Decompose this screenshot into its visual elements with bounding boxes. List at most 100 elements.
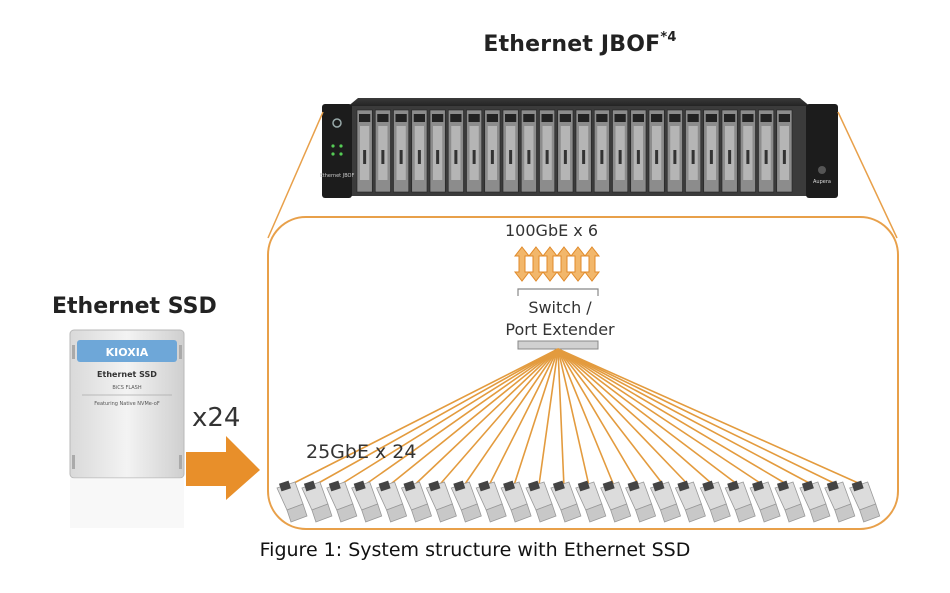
fanout-line <box>413 348 559 486</box>
ssd-module-icon <box>276 480 308 523</box>
kioxia-logo-bar <box>77 340 177 362</box>
zoom-line-right <box>837 111 898 239</box>
drive-bays <box>356 109 793 193</box>
drive-bay <box>356 109 373 193</box>
drive-bay <box>466 109 483 193</box>
drive-bay <box>758 109 775 193</box>
jbof-title: Ethernet JBOF*4 <box>483 30 677 57</box>
ssd-brand: KIOXIA <box>106 346 149 359</box>
ssd-module-icon <box>824 480 856 523</box>
fanout-line <box>488 348 559 486</box>
ssd-module-icon <box>400 480 433 523</box>
jbof-internals-box <box>267 216 899 530</box>
drive-bay <box>685 109 702 193</box>
ssd-module-icon <box>724 480 756 523</box>
drive-bay <box>393 109 410 193</box>
drive-bay <box>739 109 756 193</box>
ssd-module-icon <box>749 480 781 523</box>
fanout-line <box>513 348 559 486</box>
ssd-module-icon <box>475 480 507 523</box>
drive-bay <box>484 109 501 193</box>
uplink-arrow-icon <box>569 246 587 282</box>
drive-bay <box>429 109 446 193</box>
aupera-logo-icon <box>818 166 826 174</box>
ssd-module-icon <box>625 480 657 523</box>
uplink-label: 100GbE x 6 <box>505 221 599 240</box>
drive-bay <box>539 109 556 193</box>
ssd-module-icon <box>525 480 557 523</box>
drive-bay <box>721 109 738 193</box>
fanout-line <box>339 348 559 486</box>
jbof-logo-text: Ethernet JBOF <box>320 173 355 179</box>
fanout-line <box>463 348 559 486</box>
switch-label-line2: Port Extender <box>505 320 615 339</box>
jbof-chassis: Ethernet JBOF Aupera <box>320 98 838 198</box>
ssd-module-icon <box>575 480 607 523</box>
uplink-arrows <box>513 246 601 282</box>
ssd-module-icon <box>699 480 731 523</box>
drive-bay <box>502 109 519 193</box>
fanout-lines <box>289 348 864 486</box>
drive-bay <box>411 109 428 193</box>
fanout-line <box>557 348 814 486</box>
fanout-line <box>557 348 789 486</box>
figure-caption: Figure 1: System structure with Ethernet… <box>259 539 691 561</box>
uplink-arrow-icon <box>527 246 545 282</box>
drive-bay <box>593 109 610 193</box>
switch-label: Switch / Port Extender <box>490 297 630 341</box>
drive-bay <box>703 109 720 193</box>
fanout-line <box>557 348 565 486</box>
switch-bracket-top <box>517 288 599 296</box>
power-icon <box>332 118 342 128</box>
fanout-line <box>538 348 559 486</box>
fanout-line <box>557 348 714 486</box>
drive-bay <box>630 109 647 193</box>
ssd-module-icon <box>425 480 457 523</box>
uplink-arrow-icon <box>513 246 531 282</box>
ssd-module-icon <box>550 480 582 523</box>
fanout-line <box>364 348 559 486</box>
drive-bay <box>557 109 574 193</box>
ssd-product-label: Ethernet SSD <box>97 370 157 379</box>
fanout-line <box>557 348 590 486</box>
drive-bay <box>776 109 793 193</box>
ethernet-ssd-device: KIOXIA Ethernet SSD BiCS FLASH Featuring… <box>69 329 185 528</box>
ssd-module-icon <box>600 480 632 523</box>
uplink-arrow-icon <box>555 246 573 282</box>
big-arrow-icon <box>186 436 260 500</box>
drive-bay <box>575 109 592 193</box>
uplink-arrow-icon <box>541 246 559 282</box>
ssd-module-icon <box>500 480 532 523</box>
drive-bay <box>666 109 683 193</box>
multiplier-label: x24 <box>192 403 241 433</box>
switch-label-line1: Switch / <box>528 298 592 317</box>
ssd-module-icon <box>649 480 682 523</box>
ssd-module-icon <box>774 480 806 523</box>
fanout-line <box>557 348 665 486</box>
switch-chip <box>517 340 599 350</box>
uplink-arrow-icon <box>583 246 601 282</box>
ssd-modules <box>276 480 881 523</box>
jbof-right-ear <box>806 104 838 198</box>
ssd-module-icon <box>376 480 408 523</box>
ssd-module-icon <box>450 480 482 523</box>
drive-bay <box>648 109 665 193</box>
ssd-module-icon <box>351 480 383 523</box>
fanout-line <box>389 348 559 486</box>
ssd-flash-label: BiCS FLASH <box>112 385 141 391</box>
ssd-title: Ethernet SSD <box>52 294 217 319</box>
drive-bay <box>374 109 391 193</box>
ssd-module-icon <box>674 480 706 523</box>
ssd-module-icon <box>849 480 881 523</box>
fanout-line <box>557 348 764 486</box>
drive-bay <box>447 109 464 193</box>
ssd-module-icon <box>799 480 831 523</box>
jbof-badge: Aupera <box>813 179 831 185</box>
fanout-line <box>314 348 559 486</box>
fanout-line <box>289 348 559 486</box>
fanout-line <box>557 348 739 486</box>
fanout-line <box>557 348 839 486</box>
fanout-line <box>557 348 615 486</box>
drive-bay <box>520 109 537 193</box>
